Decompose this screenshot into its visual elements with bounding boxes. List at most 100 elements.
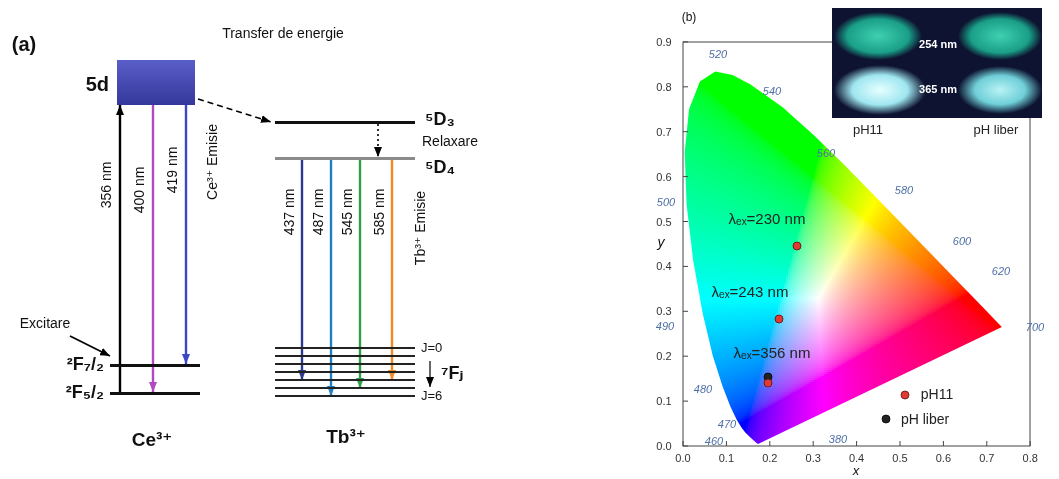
- tick-mark: [683, 311, 688, 312]
- tick-mark: [683, 221, 688, 222]
- transition-label: Relaxare: [422, 134, 478, 149]
- axis-label: x: [853, 464, 860, 478]
- tick-mark: [1030, 441, 1031, 446]
- tick-label: 0.9: [656, 36, 671, 48]
- sample-disc: [958, 12, 1042, 60]
- transition-arrow: [119, 105, 121, 392]
- wavelength-label: 480: [694, 383, 712, 395]
- tick-label: 0.1: [719, 452, 734, 464]
- tick-label: 0.7: [656, 126, 671, 138]
- tick-label: 0.5: [892, 452, 907, 464]
- sublevel-line: [275, 387, 415, 389]
- wavelength-label: 700: [1026, 321, 1044, 333]
- manifold-arrow: [429, 361, 431, 387]
- wavelength-label: 520: [709, 48, 727, 60]
- tick-mark: [856, 441, 857, 446]
- level-label: 5d: [86, 73, 109, 95]
- tick-label: 0.1: [656, 395, 671, 407]
- point-label: pH11: [921, 387, 953, 402]
- sample-disc: [834, 65, 926, 115]
- panel-letter: (a): [12, 33, 36, 55]
- tick-label: 0.4: [656, 260, 671, 272]
- tick-label: 0.3: [656, 305, 671, 317]
- transition-label: 356 nm: [99, 162, 114, 209]
- data-point: [901, 391, 909, 399]
- point-label: λₑₓ=230 nm: [729, 211, 806, 228]
- wavelength-label: 560: [817, 147, 835, 159]
- tick-mark: [683, 441, 684, 446]
- transition-label: 545 nm: [340, 189, 355, 236]
- tick-mark: [769, 441, 770, 446]
- transition-arrow: [185, 105, 187, 364]
- level-label: ²F₇/₂: [67, 355, 104, 375]
- tick-label: 0.7: [979, 452, 994, 464]
- transition-label: 585 nm: [372, 189, 387, 236]
- level-label: ⁵D₄: [425, 158, 455, 178]
- data-point: [764, 379, 772, 387]
- level-label: J=0: [421, 341, 442, 355]
- data-point: [793, 242, 801, 250]
- sublevel-line: [275, 379, 415, 381]
- wavelength-label: 500: [657, 196, 675, 208]
- sublevel-line: [275, 371, 415, 373]
- tick-label: 0.0: [656, 440, 671, 452]
- energy-level: ²F₅/₂: [110, 392, 200, 395]
- wavelength-label: 580: [895, 184, 913, 196]
- sublevel-line: [275, 395, 415, 397]
- axis-label: y: [658, 235, 665, 250]
- level-label: ⁵D₃: [425, 110, 455, 130]
- transition-label: 400 nm: [132, 167, 147, 214]
- sublevel-line: [275, 355, 415, 357]
- inset-label: pH liber: [974, 123, 1019, 137]
- energy-level: ²F₇/₂: [110, 364, 200, 367]
- transition-label: 419 nm: [165, 147, 180, 194]
- level-lines: [275, 346, 415, 398]
- transition-arrow: [377, 124, 379, 157]
- sample-disc: [958, 66, 1042, 114]
- panel-letter: (b): [682, 11, 697, 24]
- level-label: ²F₅/₂: [66, 383, 104, 403]
- level-label: J=6: [421, 389, 442, 403]
- data-point: [882, 415, 890, 423]
- tick-label: 0.2: [656, 350, 671, 362]
- excitation-label: Excitare: [20, 316, 71, 331]
- transition-label: 487 nm: [311, 189, 326, 236]
- tick-mark: [683, 86, 688, 87]
- tick-label: 0.6: [656, 171, 671, 183]
- tick-mark: [900, 441, 901, 446]
- ion-label: Ce³⁺: [132, 430, 173, 451]
- tick-mark: [683, 176, 688, 177]
- excitation-pointer: [70, 336, 110, 356]
- transition-arrow: [330, 160, 332, 396]
- tick-mark: [683, 401, 688, 402]
- energy-level: ⁵D₃: [275, 121, 415, 124]
- transition-arrow: [359, 160, 361, 388]
- tick-label: 0.6: [936, 452, 951, 464]
- tick-label: 0.8: [656, 81, 671, 93]
- transition-arrow: [198, 99, 271, 122]
- tick-label: 0.0: [675, 452, 690, 464]
- tick-label: 0.8: [1023, 452, 1038, 464]
- sample-disc: [834, 12, 922, 60]
- level-manifold: J=0⁷FⱼJ=6: [275, 346, 415, 398]
- sublevel-line: [275, 347, 415, 349]
- point-label: pH liber: [901, 412, 949, 427]
- tick-label: 0.5: [656, 215, 671, 227]
- wavelength-label: 600: [953, 235, 971, 247]
- wavelength-label: 490: [656, 320, 674, 332]
- tick-mark: [726, 441, 727, 446]
- point-label: λₑₓ=356 nm: [734, 345, 811, 362]
- point-label: λₑₓ=243 nm: [712, 284, 789, 301]
- tick-mark: [683, 131, 688, 132]
- transition-label: 437 nm: [282, 189, 297, 236]
- inset-label: 365 nm: [919, 83, 957, 95]
- wavelength-label: 380: [829, 433, 847, 445]
- tick-label: 0.4: [849, 452, 864, 464]
- tick-mark: [683, 266, 688, 267]
- inset-photo: [832, 8, 1042, 118]
- inset-label: 254 nm: [919, 38, 957, 50]
- tick-label: 0.3: [806, 452, 821, 464]
- wavelength-label: 460: [705, 435, 723, 447]
- level-label: ⁷Fⱼ: [441, 364, 463, 384]
- excited-band: 5d: [117, 60, 195, 105]
